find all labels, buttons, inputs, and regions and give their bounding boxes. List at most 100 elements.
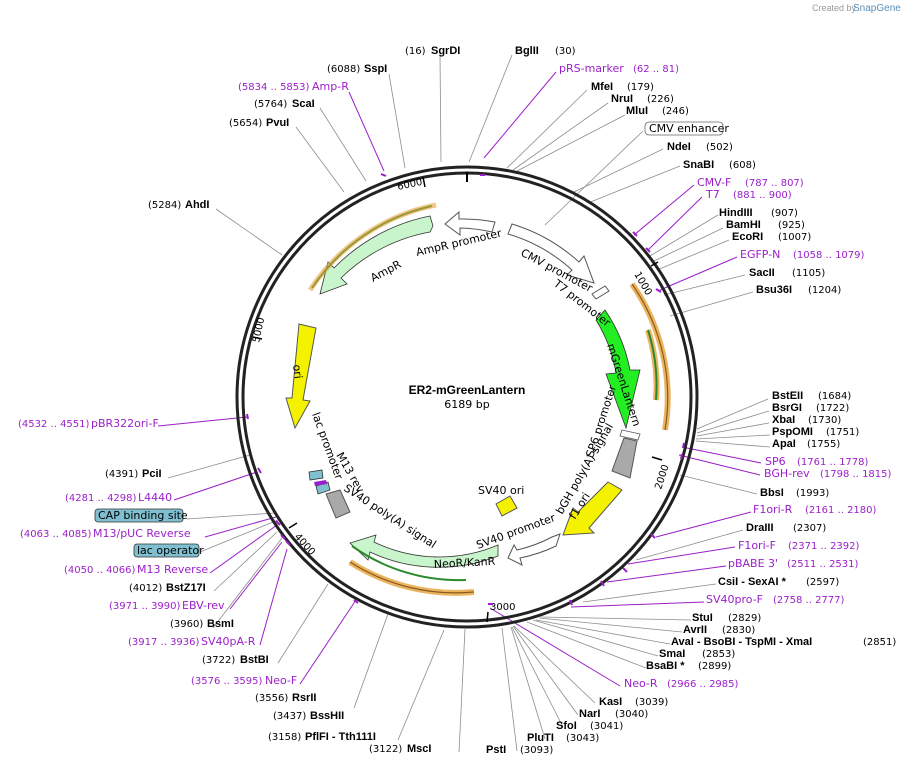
enzyme-mlui[interactable]: MluI [626,105,648,117]
enzyme-ahdi[interactable]: AhdI [185,199,209,211]
enzyme-xbai[interactable]: XbaI [772,414,795,426]
primer-f1ori-r[interactable]: F1ori-R [753,503,793,516]
enzyme-kasi-pos: (3039) [635,697,668,708]
plasmid-size: 6189 bp [444,398,489,411]
enzyme-nrui[interactable]: NruI [611,93,633,105]
enzyme-pcii[interactable]: PciI [142,468,162,480]
primer-pbabe3[interactable]: pBABE 3' [728,557,778,570]
enzyme-sgrdi[interactable]: SgrDI [431,45,460,57]
primer-bgh-rev[interactable]: BGH-rev [764,467,810,480]
enzyme-snabi-pos: (608) [729,160,756,171]
primer-m13-reverse[interactable]: M13 Reverse [137,563,208,576]
ampr-label: AmpR [368,258,403,285]
neor-kanr-arrow[interactable] [349,534,499,568]
enzyme-sfoi[interactable]: SfoI [556,720,577,732]
enzyme-rsrii[interactable]: RsrII [292,692,316,704]
enzyme-kasi[interactable]: KasI [599,696,622,708]
sv40-promoter-arrow[interactable] [507,533,561,566]
enzyme-bstz17i[interactable]: BstZ17I [166,582,206,594]
enzyme-bsshii[interactable]: BssHII [310,710,344,722]
enzyme-pflfi-tth111i[interactable]: PflFI - Tth111I [305,731,376,743]
ori-arrow[interactable] [285,323,317,430]
enzyme-hindiii[interactable]: HindIII [719,207,753,219]
enzyme-bstbi[interactable]: BstBI [240,654,269,666]
primer-sv40pa-r[interactable]: SV40pA-R [201,635,256,648]
enzyme-rsrii-pos: (3556) [255,693,288,704]
enzyme-scai[interactable]: ScaI [292,98,315,110]
bgh-polya[interactable] [611,437,638,479]
primer-l4440[interactable]: L4440 [138,491,172,504]
enzyme-csii-sexai[interactable]: CsiI - SexAI * [718,576,787,588]
enzyme-snabi[interactable]: SnaBI [683,159,714,171]
enzyme-bsabi[interactable]: BsaBI * [646,660,685,672]
enzyme-bsmi-pos: (3960) [170,619,203,630]
enzyme-pspomi[interactable]: PspOMI [772,426,813,438]
primer-egfp-n[interactable]: EGFP-N [740,248,780,261]
enzyme-sspi[interactable]: SspI [364,63,387,75]
cmv-promoter-arrow[interactable] [507,223,595,284]
enzyme-msci[interactable]: MscI [407,743,431,755]
enzyme-pvui[interactable]: PvuI [266,117,289,129]
primer-f1ori-f[interactable]: F1ori-F [738,539,776,552]
mgreenlantern-arrow[interactable] [595,309,641,430]
enzyme-bamhi[interactable]: BamHI [726,219,761,231]
tick-label-4000: 4000 [292,532,317,558]
enzyme-mfei[interactable]: MfeI [591,81,613,93]
enzyme-ndei[interactable]: NdeI [667,141,691,153]
primer-prs-marker[interactable]: pRS-marker [559,62,624,75]
primer-pbr322ori-f[interactable]: pBR322ori-F [91,417,159,430]
enzyme-stui[interactable]: StuI [692,612,713,624]
enzyme-avai-group-pos: (2851) [863,637,896,648]
enzyme-smai[interactable]: SmaI [659,648,685,660]
cmv-enhancer-box[interactable]: CMV enhancer [644,121,729,136]
enzyme-nari[interactable]: NarI [579,708,600,720]
primer-sv40pro-f[interactable]: SV40pro-F [706,593,763,606]
primer-neo-r[interactable]: Neo-R [624,677,658,690]
enzyme-bsmi[interactable]: BsmI [207,618,234,630]
lac-operator-box[interactable]: lac operator [133,543,204,558]
primer-egfp-n-range: (1058 .. 1079) [793,250,865,261]
cap-binding-site-box[interactable]: CAP binding site [94,508,188,523]
sp6-promoter-arrow[interactable] [619,429,641,441]
enzyme-bsrgi[interactable]: BsrGI [772,402,802,414]
enzyme-smai-pos: (2853) [702,649,735,660]
ampr-arrow[interactable] [319,215,434,295]
enzyme-ecori[interactable]: EcoRI [732,231,763,243]
enzyme-sacii[interactable]: SacII [749,267,775,279]
enzyme-bstz17i-pos: (4012) [129,583,162,594]
primer-sp6[interactable]: SP6 [765,455,786,468]
enzyme-bsu36i-pos: (1204) [808,285,841,296]
f1-ori-arrow[interactable] [562,481,623,536]
enzyme-avrii[interactable]: AvrII [683,624,707,636]
enzyme-bbsi[interactable]: BbsI [760,487,784,499]
enzyme-hindiii-pos: (907) [771,208,798,219]
enzyme-draiii[interactable]: DraIII [746,522,774,534]
enzyme-bsteii-pos: (1684) [818,391,851,402]
enzyme-bsteii[interactable]: BstEII [772,390,803,402]
enzyme-mfei-pos: (179) [627,82,654,93]
enzyme-bamhi-pos: (925) [778,220,805,231]
primer-amp-r[interactable]: Amp-R [312,80,349,93]
primer-marks [246,173,685,606]
enzyme-bsu36i[interactable]: Bsu36I [756,284,792,296]
enzyme-bglii[interactable]: BglII [515,45,539,57]
primer-cmv-f[interactable]: CMV-F [697,176,731,189]
cmv-enhancer-label: CMV enhancer [649,122,729,135]
enzyme-bsrgi-pos: (1722) [816,403,849,414]
enzyme-apai[interactable]: ApaI [772,438,796,450]
enzyme-pluti[interactable]: PluTI [527,732,554,744]
sv40-ori-box[interactable] [495,495,518,517]
enzyme-psti[interactable]: PstI [486,744,506,756]
t7-promoter-arrow[interactable] [591,285,610,300]
sv40-polya-box[interactable] [325,489,351,519]
primer-t7[interactable]: T7 [705,188,720,201]
enzyme-csii-sexai-pos: (2597) [806,577,839,588]
primer-pbr322ori-f-range: (4532 .. 4551) [18,419,90,430]
primer-neo-f[interactable]: Neo-F [265,674,297,687]
primer-ebv-rev[interactable]: EBV-rev [182,599,225,612]
primer-m13-puc-reverse[interactable]: M13/pUC Reverse [93,527,191,540]
ampr-promoter-arrow[interactable] [444,210,496,236]
enzyme-pcii-pos: (4391) [105,469,138,480]
enzyme-avai-group[interactable]: AvaI - BsoBI - TspMI - XmaI [671,636,812,648]
enzyme-msci-pos: (3122) [369,744,402,755]
